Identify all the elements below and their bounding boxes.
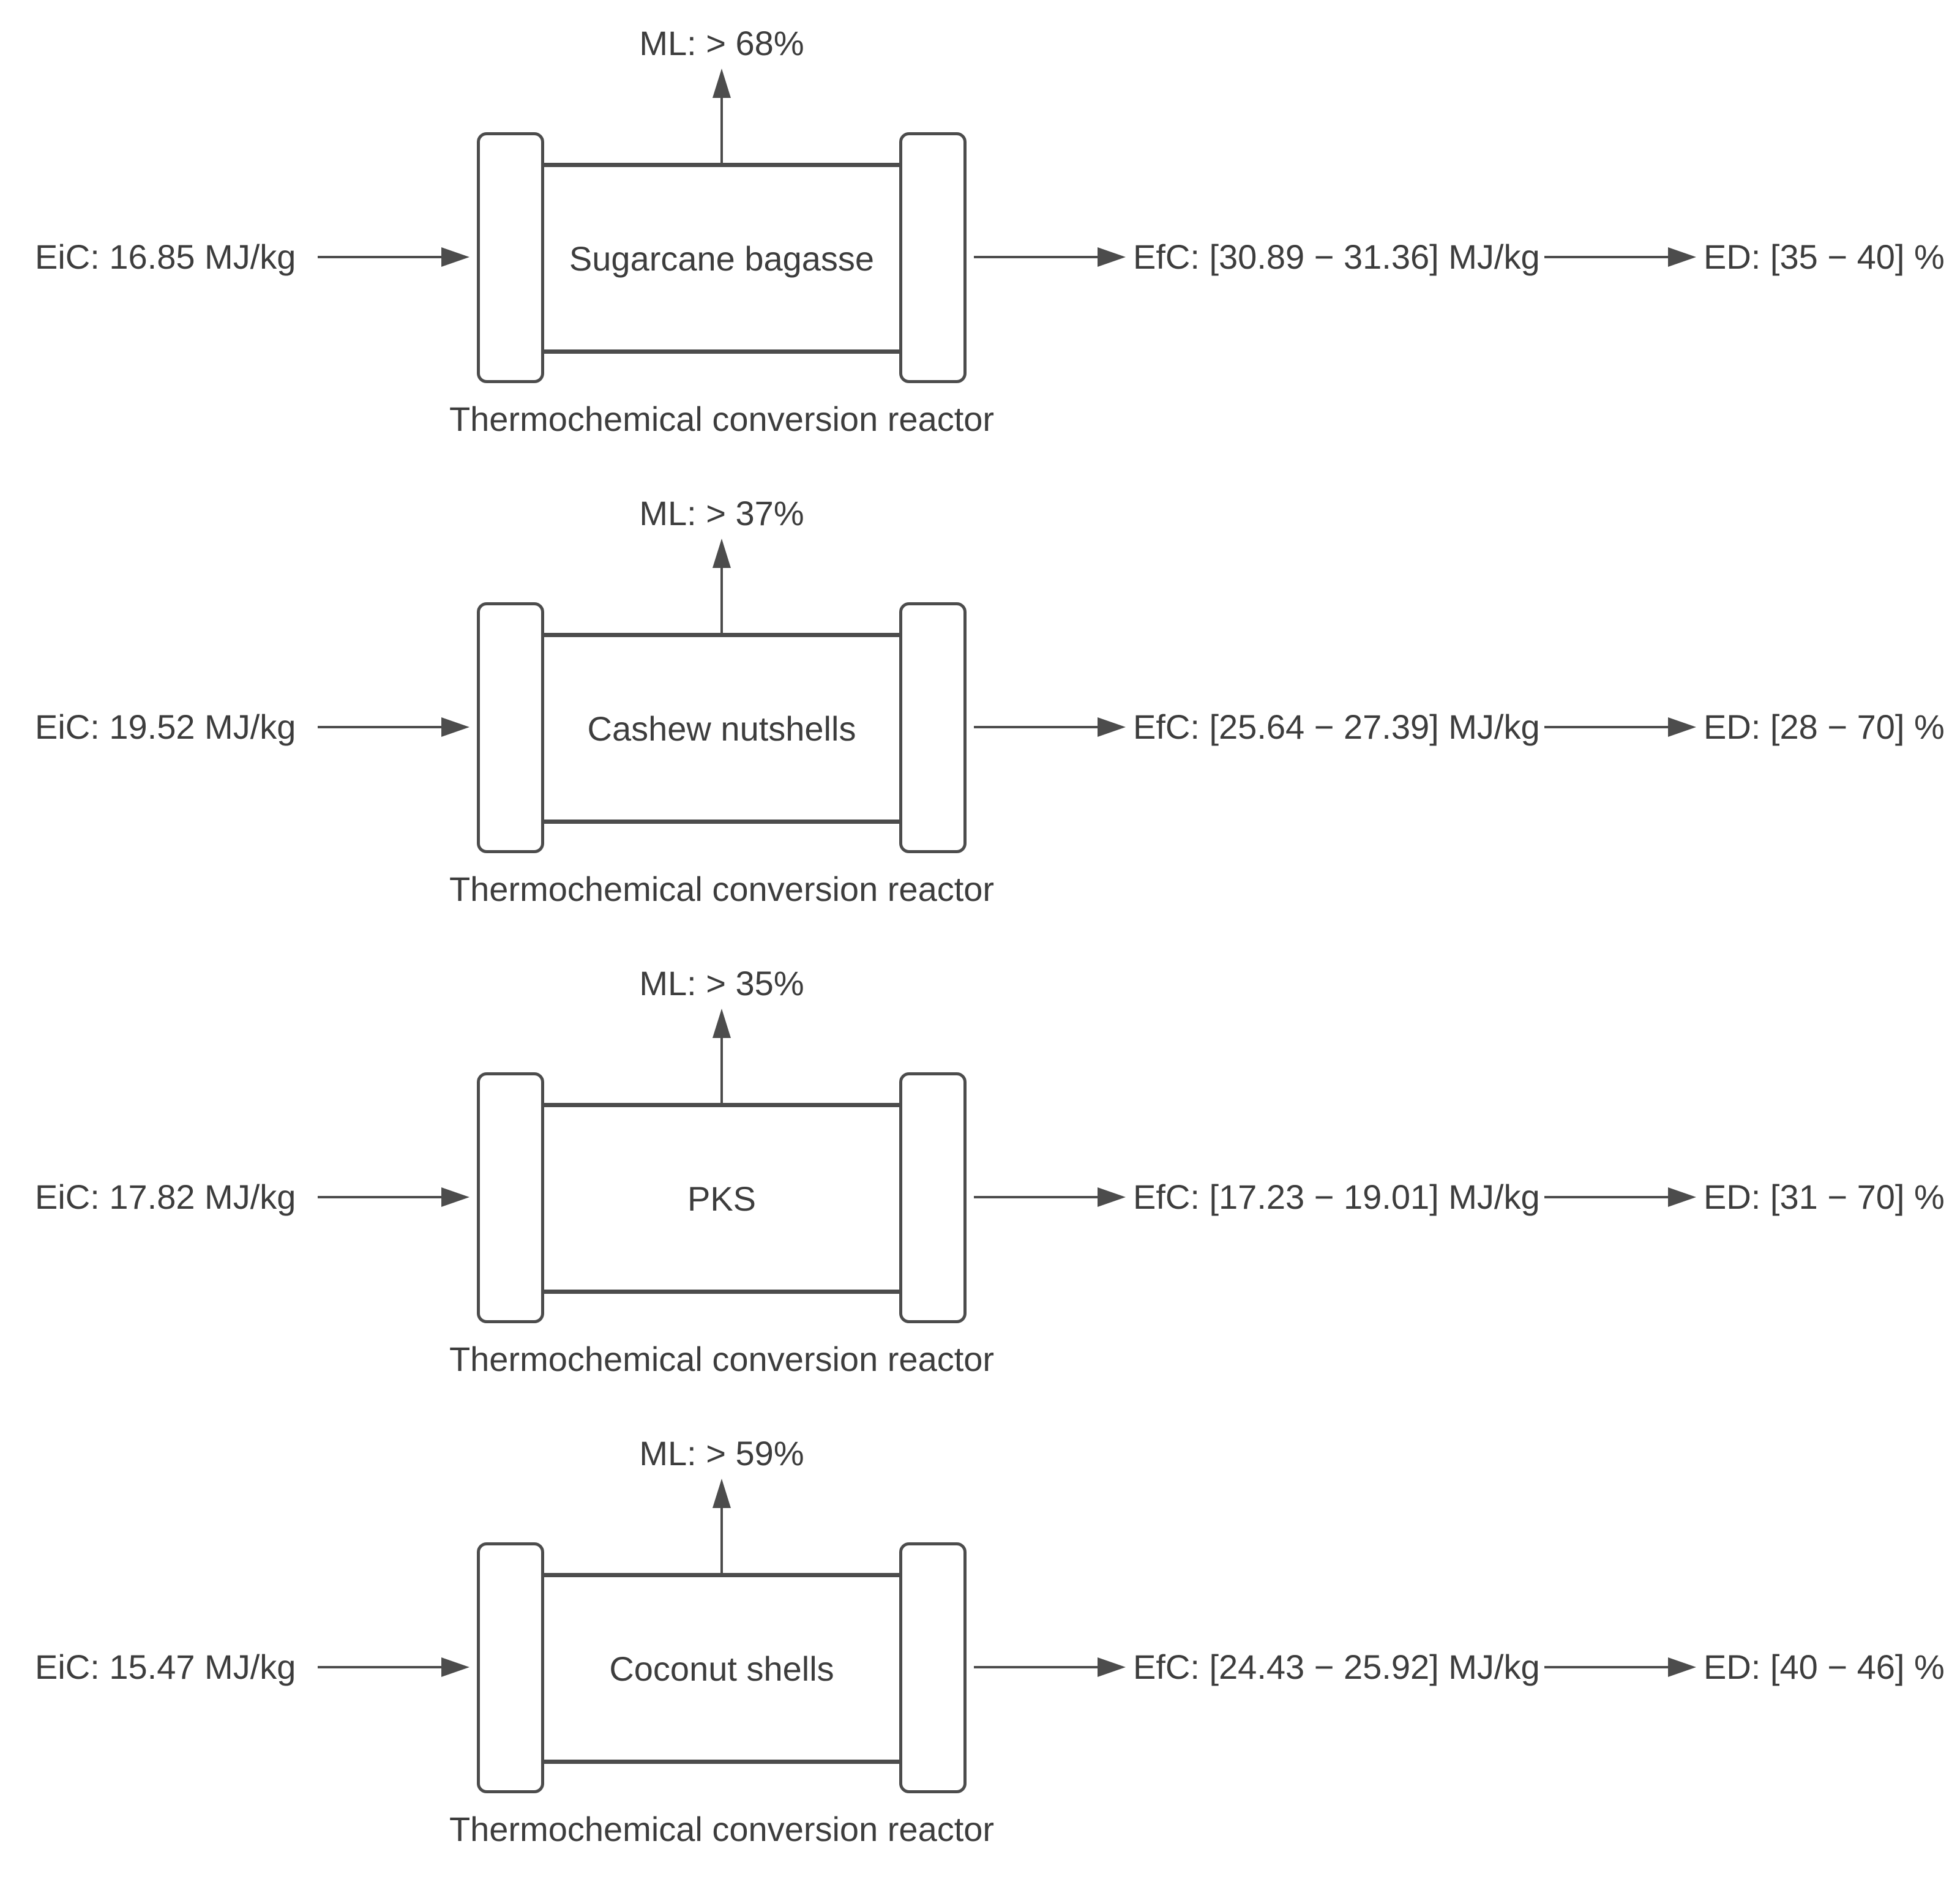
arrow-head: [713, 1479, 731, 1508]
reactor-assembly: ML: > 59% Coconut shells Thermochemical …: [449, 1433, 994, 1850]
arrow-head: [1098, 247, 1126, 267]
arrow-shaft: [1544, 1666, 1668, 1668]
arrow-right-icon: [1544, 1657, 1696, 1677]
arrow-shaft: [720, 98, 723, 163]
energy-input-label: EiC: 15.47 MJ/kg: [35, 1647, 296, 1686]
arrow-right-icon: [974, 247, 1126, 267]
arrow-shaft: [318, 1666, 441, 1668]
arrow-head: [441, 1187, 469, 1207]
reactor-right-flange: [899, 132, 967, 383]
arrow-head: [441, 717, 469, 737]
reactor-left-flange: [477, 602, 544, 853]
mass-loss-label: ML: > 68%: [639, 24, 804, 62]
arrow-right-icon: [318, 717, 469, 737]
arrow-right-icon: [974, 1187, 1126, 1207]
reactor-right-flange: [899, 1072, 967, 1323]
arrow-shaft: [1544, 726, 1668, 728]
arrow-shaft: [974, 726, 1098, 728]
feedstock-name: Coconut shells: [541, 1573, 902, 1764]
reactor-assembly: ML: > 68% Sugarcane bagasse Thermochemic…: [449, 23, 994, 439]
energy-input-label: EiC: 16.85 MJ/kg: [35, 237, 296, 276]
arrow-up-icon: [713, 1009, 731, 1103]
arrow-up-icon: [713, 1479, 731, 1573]
arrow-head: [713, 1009, 731, 1038]
arrow-shaft: [720, 1508, 723, 1573]
arrow-head: [1668, 717, 1696, 737]
arrow-right-icon: [318, 1657, 469, 1677]
arrow-head: [1098, 1657, 1126, 1677]
arrow-head: [1668, 247, 1696, 267]
arrow-right-icon: [318, 247, 469, 267]
arrow-head: [1098, 1187, 1126, 1207]
feedstock-name: Sugarcane bagasse: [541, 163, 902, 354]
reactor-left-flange: [477, 1072, 544, 1323]
arrow-shaft: [318, 256, 441, 258]
arrow-head: [1098, 717, 1126, 737]
arrow-head: [1668, 1187, 1696, 1207]
reactor-caption: Thermochemical conversion reactor: [449, 1810, 995, 1848]
arrow-shaft: [1544, 256, 1668, 258]
arrow-right-icon: [1544, 247, 1696, 267]
reactor-flow-row-cashew-nutshells: EiC: 19.52 MJ/kg ML: > 37% Cashew nutshe…: [0, 492, 1960, 962]
arrow-head: [713, 69, 731, 98]
arrow-head: [1668, 1657, 1696, 1677]
arrow-shaft: [318, 726, 441, 728]
reactor-caption: Thermochemical conversion reactor: [449, 870, 995, 908]
reactor-assembly: ML: > 35% PKS Thermochemical conversion …: [449, 963, 994, 1380]
mass-loss-label: ML: > 37%: [639, 494, 804, 532]
arrow-shaft: [974, 1666, 1098, 1668]
arrow-shaft: [720, 568, 723, 633]
arrow-shaft: [974, 256, 1098, 258]
arrow-right-icon: [974, 1657, 1126, 1677]
reactor-left-flange: [477, 132, 544, 383]
arrow-head: [441, 247, 469, 267]
energy-densification-label: ED: [40 − 46] %: [1704, 1647, 1945, 1686]
energy-densification-label: ED: [28 − 70] %: [1704, 707, 1945, 746]
reactor-flow-row-sugarcane-bagasse: EiC: 16.85 MJ/kg ML: > 68% Sugarcane bag…: [0, 22, 1960, 492]
arrow-shaft: [318, 1196, 441, 1198]
arrow-shaft: [720, 1038, 723, 1103]
reactor-graphic: PKS: [477, 1072, 967, 1323]
energy-input-label: EiC: 17.82 MJ/kg: [35, 1177, 296, 1216]
arrow-right-icon: [1544, 1187, 1696, 1207]
reactor-left-flange: [477, 1542, 544, 1793]
feedstock-name: Cashew nutshells: [541, 633, 902, 824]
arrow-shaft: [974, 1196, 1098, 1198]
arrow-head: [441, 1657, 469, 1677]
arrow-right-icon: [1544, 717, 1696, 737]
arrow-up-icon: [713, 539, 731, 633]
arrow-right-icon: [318, 1187, 469, 1207]
arrow-head: [713, 539, 731, 568]
mass-loss-label: ML: > 59%: [639, 1434, 804, 1473]
reactor-flow-row-coconut-shells: EiC: 15.47 MJ/kg ML: > 59% Coconut shell…: [0, 1432, 1960, 1882]
energy-output-label: EfC: [17.23 − 19.01] MJ/kg: [1133, 1177, 1540, 1216]
reactor-caption: Thermochemical conversion reactor: [449, 1340, 995, 1378]
reactor-right-flange: [899, 602, 967, 853]
energy-densification-label: ED: [35 − 40] %: [1704, 237, 1945, 276]
energy-output-label: EfC: [25.64 − 27.39] MJ/kg: [1133, 707, 1540, 746]
feedstock-name: PKS: [541, 1103, 902, 1294]
arrow-right-icon: [974, 717, 1126, 737]
arrow-shaft: [1544, 1196, 1668, 1198]
energy-output-label: EfC: [24.43 − 25.92] MJ/kg: [1133, 1647, 1540, 1686]
energy-densification-label: ED: [31 − 70] %: [1704, 1177, 1945, 1216]
energy-input-label: EiC: 19.52 MJ/kg: [35, 707, 296, 746]
reactor-graphic: Sugarcane bagasse: [477, 132, 967, 383]
reactor-flow-row-pks: EiC: 17.82 MJ/kg ML: > 35% PKS Thermoche…: [0, 962, 1960, 1432]
reactor-right-flange: [899, 1542, 967, 1793]
energy-output-label: EfC: [30.89 − 31.36] MJ/kg: [1133, 237, 1540, 276]
reactor-assembly: ML: > 37% Cashew nutshells Thermochemica…: [449, 493, 994, 909]
mass-loss-label: ML: > 35%: [639, 964, 804, 1003]
reactor-graphic: Cashew nutshells: [477, 602, 967, 853]
reactor-caption: Thermochemical conversion reactor: [449, 400, 995, 438]
reactor-graphic: Coconut shells: [477, 1542, 967, 1793]
arrow-up-icon: [713, 69, 731, 163]
